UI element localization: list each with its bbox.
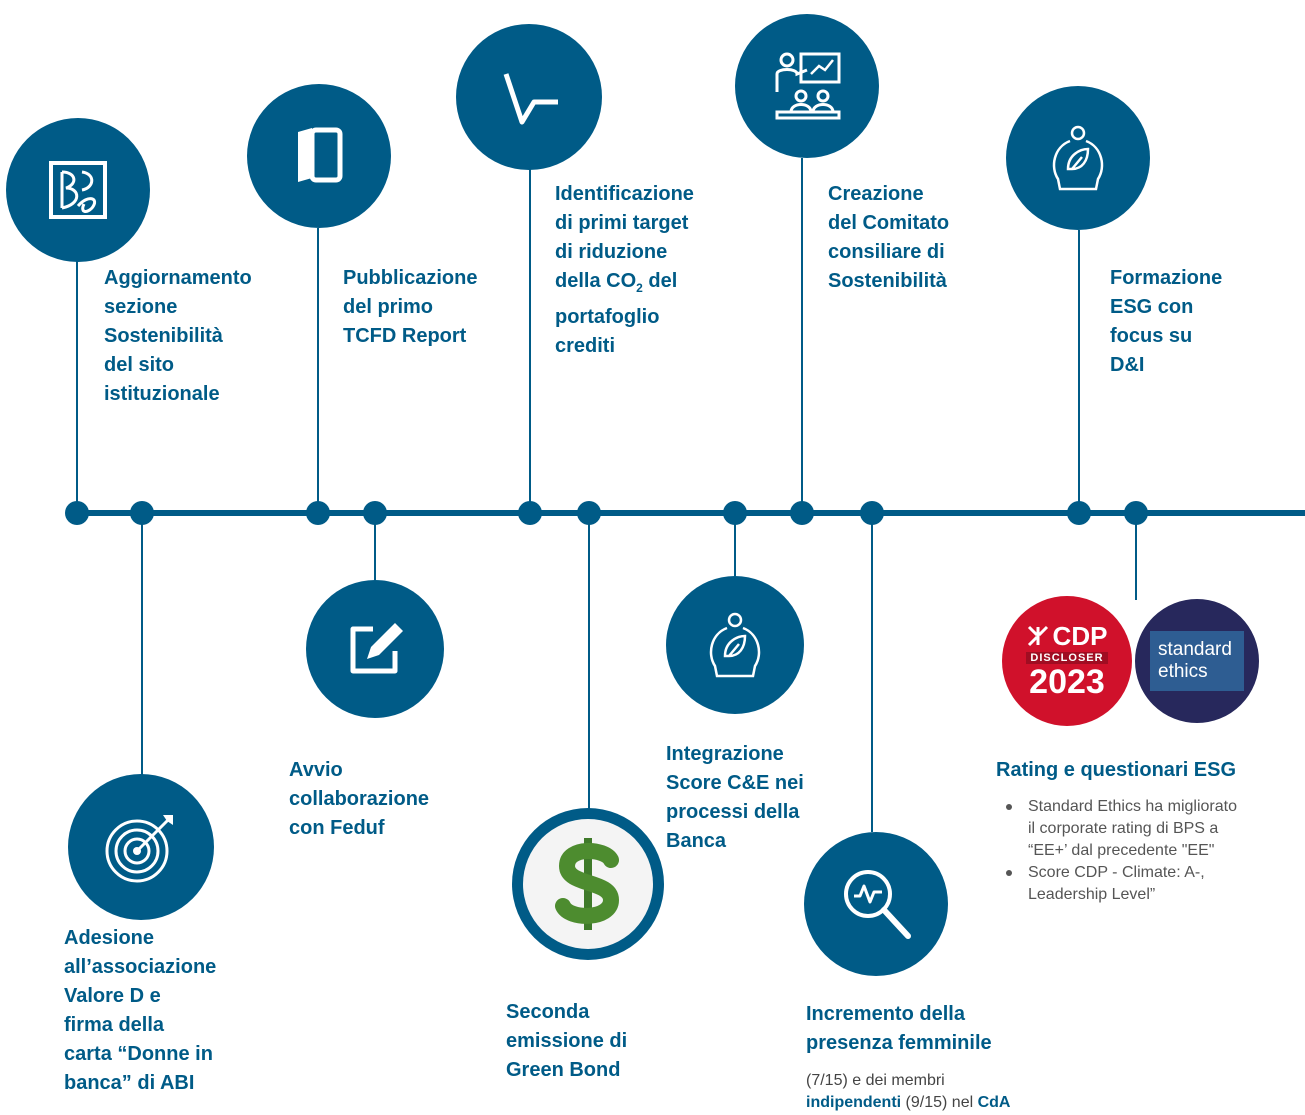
presentation-teacher-icon	[775, 52, 841, 120]
stem-rating	[1135, 514, 1137, 600]
event-label-tcfd: Pubblicazione del primo TCFD Report	[343, 267, 478, 347]
timeline-dot	[306, 501, 330, 525]
pencil-edit-icon	[350, 623, 403, 674]
timeline-dot	[860, 501, 884, 525]
piggy-bank-leaf-icon	[709, 612, 761, 678]
stem-femminile	[871, 514, 873, 832]
event-label-formazione: Formazione ESG con focus su D&I	[1110, 267, 1223, 376]
event-label-co2: Identificazione di primi target di riduz…	[555, 183, 694, 357]
timeline-dot	[723, 501, 747, 525]
timeline-dot	[518, 501, 542, 525]
stem-feduf	[374, 514, 376, 580]
piggy-bank-leaf-icon-circle	[1006, 86, 1150, 230]
stem-green-bond	[588, 514, 590, 810]
stem-valore-d	[141, 514, 143, 776]
cdp-discloser: DISCLOSER	[1026, 652, 1108, 664]
stem-tcfd	[317, 228, 319, 512]
square-root-icon	[503, 73, 558, 125]
rating-bullet-list: Standard Ethics ha migliorato il corpora…	[1000, 796, 1237, 906]
stem-formazione	[1078, 230, 1080, 512]
report-book-icon-circle	[247, 84, 391, 228]
timeline-dot	[577, 501, 601, 525]
rating-bullet: Standard Ethics ha migliorato il corpora…	[1000, 796, 1237, 862]
magnifier-chart-icon	[844, 870, 911, 939]
event-label-feduf: Avvio collaborazione con Feduf	[289, 759, 430, 839]
stem-sito	[76, 260, 78, 512]
standard-ethics-line2: ethics	[1158, 661, 1208, 682]
cdp-star-icon	[1027, 625, 1048, 647]
cdp-logo-icon: CDP DISCLOSER 2023	[1002, 596, 1132, 726]
stem-comitato	[801, 158, 803, 512]
event-label-valore-d: Adesione all’associazione Valore D e fir…	[64, 927, 217, 1094]
bps-logo-icon-circle	[6, 118, 150, 262]
square-root-icon-circle	[456, 24, 602, 170]
piggy-bank-leaf-icon-circle	[666, 576, 804, 714]
target-dart-icon	[105, 815, 173, 883]
timeline-axis	[76, 510, 1305, 516]
cdp-year: 2023	[1029, 663, 1105, 701]
dollar-sign-icon-circle	[512, 808, 664, 960]
timeline-dot	[1067, 501, 1091, 525]
standard-ethics-logo: standard ethics	[1132, 596, 1262, 726]
piggy-bank-leaf-icon	[1052, 125, 1104, 191]
event-label-comitato: Creazione del Comitato consiliare di Sos…	[828, 183, 950, 292]
cdp-brand: CDP	[1052, 621, 1108, 651]
presentation-teacher-icon-circle	[735, 14, 879, 158]
stem-co2	[529, 168, 531, 512]
co2-line: della CO2 del	[555, 270, 678, 295]
timeline-dot	[130, 501, 154, 525]
standard-ethics-line1: standard	[1158, 639, 1232, 660]
event-label-sito: Aggiornamento sezione Sostenibilità del …	[104, 267, 252, 405]
event-label-green-bond: Seconda emissione di Green Bond	[506, 1001, 628, 1081]
event-note-femminile: (7/15) e dei membri indipendenti (9/15) …	[806, 1072, 1011, 1111]
timeline-dot	[1124, 501, 1148, 525]
report-book-icon	[298, 127, 343, 183]
dollar-sign-icon	[555, 838, 620, 930]
rating-bullet: Score CDP - Climate: A-, Leadership Leve…	[1000, 862, 1237, 906]
bps-logo-icon	[49, 161, 107, 219]
event-label-score-ce: Integrazione Score C&E nei processi dell…	[666, 743, 804, 852]
magnifier-chart-icon-circle	[804, 832, 948, 976]
timeline-dot	[790, 501, 814, 525]
stem-score-ce	[734, 514, 736, 576]
target-dart-icon-circle	[68, 774, 214, 920]
timeline-dot	[363, 501, 387, 525]
timeline-dot	[65, 501, 89, 525]
pencil-edit-icon-circle	[306, 580, 444, 718]
event-label-femminile: Incremento della presenza femminile	[806, 1003, 992, 1054]
event-label-rating: Rating e questionari ESG	[996, 759, 1237, 781]
